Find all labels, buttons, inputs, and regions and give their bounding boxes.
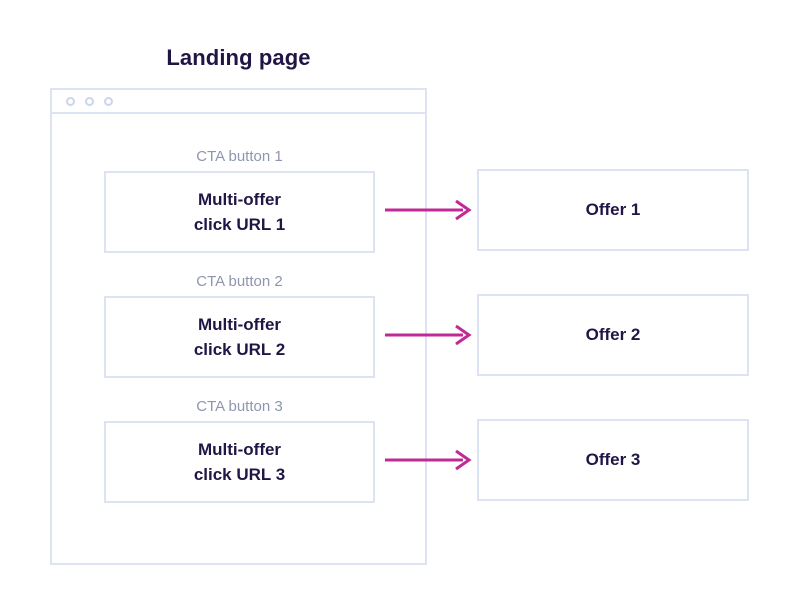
cta-button-label-2: CTA button 2	[196, 273, 283, 290]
offer-label-2: Offer 2	[585, 325, 641, 344]
arrow-right-icon	[385, 324, 472, 346]
arrow-right-icon	[385, 449, 472, 471]
flow-arrow-3	[383, 448, 473, 472]
flow-arrow-1	[383, 198, 473, 222]
offer-label-3: Offer 3	[585, 450, 641, 469]
flow-arrow-2	[383, 323, 473, 347]
offer-box-1[interactable]: Offer 1	[477, 169, 749, 251]
cta-box-line-2a: Multi-offer	[197, 315, 282, 334]
browser-window-frame: CTA button 1 Multi-offer click URL 1 CTA…	[50, 88, 427, 565]
offer-box-2[interactable]: Offer 2	[477, 294, 749, 376]
cta-row-1: CTA button 1 Multi-offer click URL 1	[104, 147, 375, 253]
cta-box-line-1a: Multi-offer	[197, 190, 282, 209]
cta-box-line-1b: click URL 1	[193, 215, 286, 234]
window-dot-close-icon	[66, 96, 75, 106]
cta-button-label-1: CTA button 1	[196, 148, 283, 165]
cta-button-label-3: CTA button 3	[196, 398, 283, 415]
offer-box-3[interactable]: Offer 3	[477, 419, 749, 501]
cta-button-box-3[interactable]: Multi-offer click URL 3	[104, 421, 375, 503]
cta-row-2: CTA button 2 Multi-offer click URL 2	[104, 272, 375, 378]
window-dot-minimize-icon	[85, 96, 94, 106]
cta-button-box-2[interactable]: Multi-offer click URL 2	[104, 296, 375, 378]
cta-button-box-1[interactable]: Multi-offer click URL 1	[104, 171, 375, 253]
page-title: Landing page	[166, 45, 311, 70]
cta-box-line-3b: click URL 3	[193, 465, 286, 484]
offer-label-1: Offer 1	[585, 200, 641, 219]
cta-box-line-3a: Multi-offer	[197, 440, 282, 459]
arrow-right-icon	[385, 199, 472, 221]
window-dot-maximize-icon	[104, 96, 113, 106]
cta-box-line-2b: click URL 2	[193, 340, 286, 359]
cta-row-3: CTA button 3 Multi-offer click URL 3	[104, 397, 375, 503]
browser-titlebar	[52, 90, 425, 114]
